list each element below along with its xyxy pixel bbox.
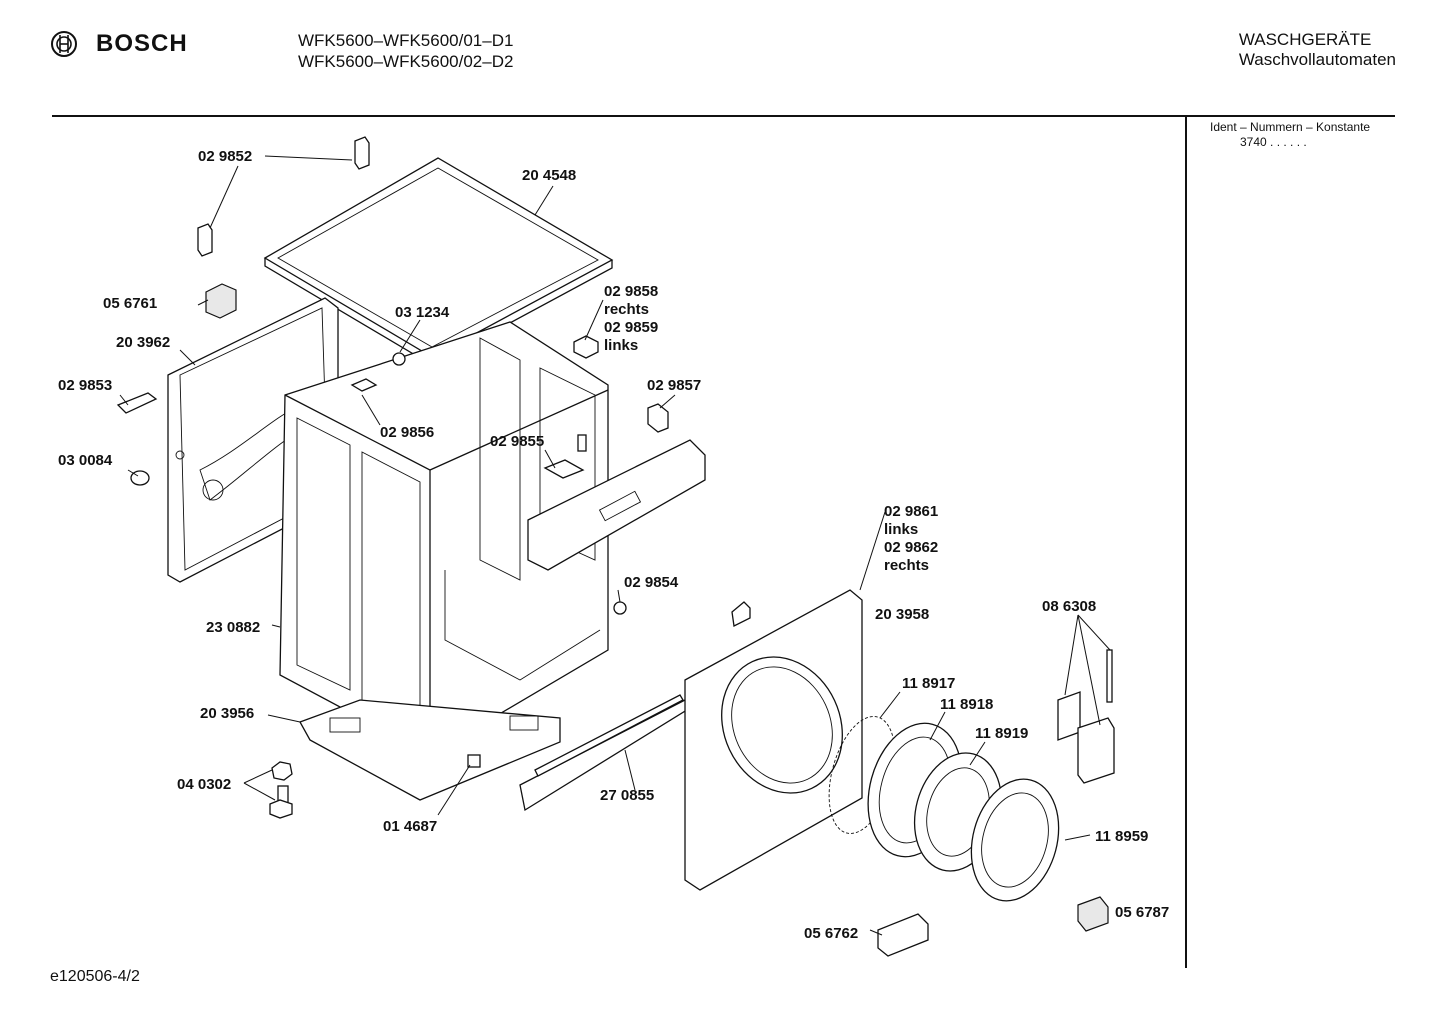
brand-logo: BOSCH — [50, 30, 188, 58]
part-number-label: 02 9859 — [604, 319, 658, 336]
brand-name: BOSCH — [96, 30, 188, 57]
model-line-2: WFK5600–WFK5600/02–D2 — [298, 52, 514, 71]
hinge-block — [573, 335, 599, 359]
foot-nut — [271, 761, 293, 781]
part-number-label: 27 0855 — [600, 787, 654, 804]
hinge — [1057, 691, 1081, 741]
leader-lines — [119, 155, 1111, 936]
bushing — [613, 601, 627, 615]
drawing-code: e120506-4/2 — [50, 968, 140, 985]
door-lock — [877, 913, 929, 957]
part-note-label: rechts — [884, 557, 929, 574]
small-latch — [577, 434, 587, 452]
ident-title: Ident – Nummern – Konstante — [1210, 120, 1371, 134]
category-line-1: WASCHGERÄTE — [1238, 30, 1372, 49]
part-number-label: 05 6761 — [103, 295, 157, 312]
part-number-label: 02 9853 — [58, 377, 112, 394]
slider-part — [543, 459, 585, 479]
bracket-front — [731, 601, 751, 627]
hinge-pin — [1106, 649, 1113, 703]
part-number-label: 11 8917 — [902, 675, 955, 692]
grommet — [392, 352, 406, 366]
part-number-label: 20 4548 — [522, 167, 576, 184]
category: WASCHGERÄTE Waschvollautomaten — [1239, 30, 1396, 70]
part-number-label: 05 6762 — [804, 925, 858, 942]
part-number-label: 08 6308 — [1042, 598, 1096, 615]
part-number-label: 05 6787 — [1115, 904, 1169, 921]
part-number-label: 02 9856 — [380, 424, 434, 441]
part-number-label: 02 9861 — [884, 503, 938, 520]
part-number-label: 02 9857 — [647, 377, 701, 394]
part-number-label: 11 8959 — [1095, 828, 1148, 845]
part-number-label: 20 3962 — [116, 334, 170, 351]
top-clip — [350, 378, 378, 392]
model-line-1: WFK5600–WFK5600/01–D1 — [298, 31, 514, 50]
base-plate — [299, 699, 561, 801]
ident-value: 3740 . . . . . . — [1240, 135, 1307, 149]
clip-lower — [197, 223, 213, 257]
part-note-label: links — [884, 521, 918, 538]
header-divider — [52, 115, 1395, 117]
part-number-label: 02 9858 — [604, 283, 658, 300]
clip-right — [647, 403, 669, 433]
part-note-label: rechts — [604, 301, 649, 318]
control-panel — [527, 439, 706, 571]
drawing-parts — [116, 136, 1115, 957]
front-panel — [684, 589, 863, 891]
model-numbers: WFK5600–WFK5600/01–D1 WFK5600–WFK5600/02… — [298, 30, 513, 72]
door-handle — [1077, 896, 1109, 932]
part-number-label: 20 3958 — [875, 606, 929, 623]
part-note-label: links — [604, 337, 638, 354]
sidebar-divider — [1185, 115, 1187, 968]
category-line-2: Waschvollautomaten — [1238, 50, 1396, 69]
part-number-label: 04 0302 — [177, 776, 231, 793]
part-number-label: 02 9862 — [884, 539, 938, 556]
small-clip — [467, 754, 481, 768]
part-number-label: 20 3956 — [200, 705, 254, 722]
part-number-label: 03 0084 — [58, 452, 113, 469]
part-number-label: 01 4687 — [383, 818, 437, 835]
part-number-label: 02 9855 — [490, 433, 544, 450]
part-number-label: 02 9852 — [198, 148, 252, 165]
bracket-left — [116, 392, 158, 414]
part-number-label: 11 8918 — [940, 696, 993, 713]
door-ring — [970, 778, 1060, 902]
part-number-label: 23 0882 — [206, 619, 260, 636]
part-number-label: 11 8919 — [975, 725, 1028, 742]
bosch-armature-icon — [51, 31, 77, 57]
part-number-label: 03 1234 — [395, 304, 450, 321]
switch-part — [205, 283, 237, 319]
part-number-label: 02 9854 — [624, 574, 679, 591]
clip-top — [354, 136, 370, 170]
